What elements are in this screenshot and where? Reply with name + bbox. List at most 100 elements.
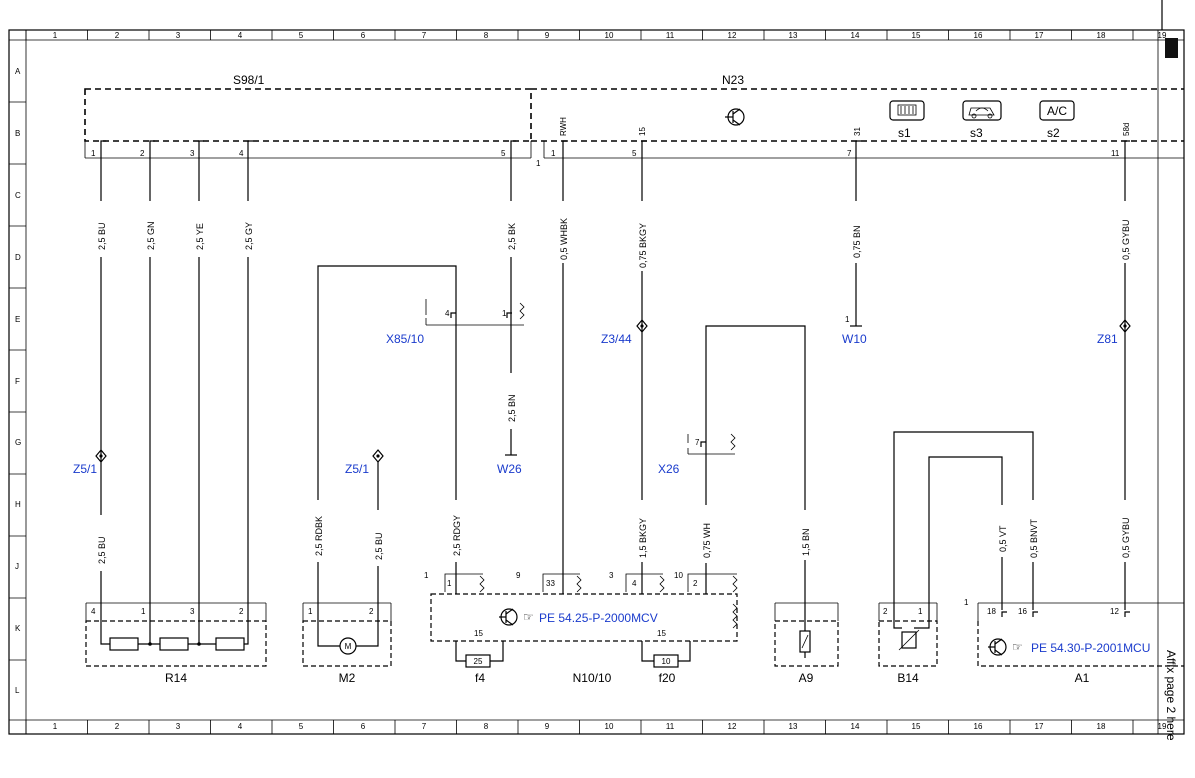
col-label: 4 <box>238 31 243 40</box>
rear-defrost-switch-icon <box>889 100 925 121</box>
wire-label: 1,5 BKGY <box>638 518 648 558</box>
wire-whbk: 0,5 WHBK <box>558 146 569 594</box>
module-s98-1: S98/1 1 2 3 4 5 <box>84 73 532 159</box>
wire-label: 2,5 GY <box>244 222 254 250</box>
col-label: 9 <box>545 31 550 40</box>
ground-label: W10 <box>842 332 867 346</box>
row-label: H <box>15 500 21 509</box>
pin-label: 4 <box>445 309 450 318</box>
pin-label: 7 <box>847 149 852 158</box>
transistor-icon <box>499 608 518 626</box>
col-label: 13 <box>789 722 798 731</box>
ac-switch-icon: A/C <box>1039 100 1075 121</box>
component-label: A9 <box>799 671 814 685</box>
col-label: 2 <box>115 31 120 40</box>
connector-label: X85/10 <box>386 332 424 346</box>
fuse-icon <box>653 654 679 668</box>
column-ruler <box>25 30 1134 734</box>
wire-rdbk-rdgy: 2,5 RDBK 2,5 RDGY <box>313 265 462 610</box>
col-label: 14 <box>851 31 860 40</box>
row-label: E <box>15 315 20 324</box>
pin-label: 4 <box>239 149 244 158</box>
component-r14: 4 1 3 2 R14 <box>85 602 267 685</box>
fuse-value: 25 <box>474 657 483 666</box>
col-label: 19 <box>1158 722 1167 731</box>
wire-label: 1,5 BN <box>801 528 811 556</box>
col-label: 15 <box>912 31 921 40</box>
splice-label: Z3/44 <box>601 332 632 346</box>
wire-label: 2,5 RDGY <box>452 515 462 556</box>
pin-label: 2 <box>883 607 888 616</box>
pin-name: 58d <box>1122 123 1131 136</box>
wire-label: 2,5 RDBK <box>314 516 324 556</box>
module-corner-pin: 1 <box>536 159 541 168</box>
wires-s98-r14: 2,5 BU 2,5 GN 2,5 YE 2,5 GY 2,5 BU <box>96 146 254 610</box>
row-label: C <box>15 191 21 200</box>
pin-name: RWH <box>559 117 568 136</box>
pin-label: 33 <box>546 579 555 588</box>
pin-name: 15 <box>638 127 647 136</box>
col-label: 1 <box>53 722 58 731</box>
affix-note: Affix page 2 here <box>1164 650 1178 741</box>
component-label: R14 <box>165 671 187 685</box>
module-label: S98/1 <box>233 73 265 87</box>
component-a9: A9 <box>774 602 839 685</box>
col-label: 16 <box>974 31 983 40</box>
wire-label: 0,5 BNVT <box>1029 518 1039 558</box>
wire-label: 2,5 GN <box>146 221 156 250</box>
component-label: B14 <box>897 671 919 685</box>
wire-label: 0,75 BKGY <box>638 223 648 268</box>
wire-label: 2,5 BU <box>97 222 107 250</box>
row-label: J <box>15 562 19 571</box>
col-label: 19 <box>1158 31 1167 40</box>
col-label: 13 <box>789 31 798 40</box>
component-a1: 1 18 16 12 ☞ PE 54.30-P-2001MCU A1 <box>964 598 1184 685</box>
pin-label: 2 <box>239 607 244 616</box>
component-m2: 1 2 M M2 <box>302 602 392 685</box>
wire-label: 2,5 BK <box>507 223 517 250</box>
recirculation-switch-icon <box>962 100 1002 121</box>
pin-label: 1 <box>141 607 146 616</box>
wire-label: 2,5 YE <box>195 223 205 250</box>
wire-bk-x85-w26: 2,5 BK 2,5 BN W26 <box>497 146 522 476</box>
wire-wh-bn-a9: 7 X26 0,75 WH 1,5 BN <box>658 325 811 610</box>
pin-label: 9 <box>516 571 521 580</box>
wire-vt-bnvt: 0,5 VT 0,5 BNVT <box>893 431 1039 610</box>
row-label: A <box>15 67 21 76</box>
col-label: 5 <box>299 31 304 40</box>
module-label: N23 <box>722 73 744 87</box>
splice-label: Z81 <box>1097 332 1118 346</box>
pin-label: 5 <box>501 149 506 158</box>
resistor-icon <box>215 637 245 651</box>
column-labels-top: 1 2 3 4 5 6 7 8 9 10 11 12 13 14 15 16 1… <box>53 31 1167 40</box>
wire-bkgy: 0,75 BKGY Z3/44 1,5 BKGY <box>601 146 648 594</box>
pin-label: 16 <box>1018 607 1027 616</box>
pin-label: 4 <box>91 607 96 616</box>
pin-label: 1 <box>424 571 429 580</box>
wire-gybu: 0,5 GYBU Z81 0,5 GYBU <box>1097 146 1131 610</box>
affix-note-text: Affix page 2 here <box>1164 650 1178 741</box>
col-label: 15 <box>912 722 921 731</box>
col-label: 17 <box>1035 722 1044 731</box>
pin-label: 15 <box>657 629 666 638</box>
reference-link[interactable]: PE 54.30-P-2001MCU <box>1031 641 1150 655</box>
splice-label: Z5/1 <box>73 462 97 476</box>
pin-label: 7 <box>695 438 700 447</box>
col-label: 12 <box>728 722 737 731</box>
pin-label: 3 <box>609 571 614 580</box>
wire-label: 2,5 BU <box>374 532 384 560</box>
component-label: f4 <box>475 671 485 685</box>
component-n10-10: 1 9 3 10 1 33 4 2 ☞ PE 54.25-P-2000MCV 1… <box>424 571 738 685</box>
reference-link[interactable]: PE 54.25-P-2000MCV <box>539 611 658 625</box>
fuse-f4: 25 f4 <box>455 641 504 685</box>
connector-x85-10: 4 1 X85/10 <box>386 299 525 346</box>
col-label: 11 <box>666 722 675 731</box>
page-tab-icon <box>1165 38 1178 58</box>
row-label: D <box>15 253 21 262</box>
transistor-icon <box>988 638 1007 656</box>
pin-label: 5 <box>632 149 637 158</box>
pin-label: 4 <box>632 579 637 588</box>
col-label: 17 <box>1035 31 1044 40</box>
splice-z5-1-left: Z5/1 <box>73 449 107 476</box>
